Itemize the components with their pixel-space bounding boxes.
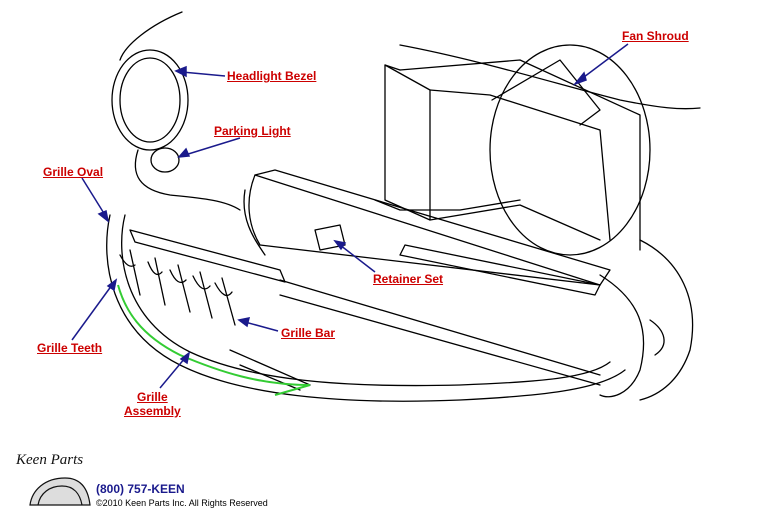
- upper-retainer-panel: [254, 169, 611, 286]
- parking-light-label[interactable]: Parking Light: [214, 124, 291, 138]
- grille-assembly-label-line1: Grille: [137, 390, 168, 404]
- grille-assembly-arrow: [159, 357, 186, 389]
- keen-parts-logo-car: [29, 477, 91, 506]
- grille-bar-shape: [129, 229, 286, 283]
- grille-teeth-shape: [129, 249, 236, 326]
- grille-assembly-label-line2: Assembly: [124, 404, 181, 418]
- parking-light-shape: [150, 147, 180, 173]
- headlight-bezel-label[interactable]: Headlight Bezel: [227, 69, 317, 83]
- phone-number: (800) 757-KEEN: [96, 482, 185, 496]
- grille-assembly-label[interactable]: Grille Assembly: [124, 390, 181, 418]
- grille-bar-arrow: [244, 321, 279, 332]
- keen-parts-logo: Keen Parts: [16, 452, 84, 468]
- grille-teeth-arrow: [71, 284, 113, 341]
- hood-line: [399, 44, 701, 110]
- grille-teeth-label[interactable]: Grille Teeth: [37, 341, 103, 355]
- grille-oval-shape: [106, 214, 626, 402]
- headlight-bezel-shape: [111, 49, 189, 151]
- fan-shroud-arrow: [579, 43, 629, 81]
- grille-bar-label[interactable]: Grille Bar: [281, 326, 336, 340]
- copyright-text: ©2010 Keen Parts Inc. All Rights Reserve…: [96, 498, 268, 508]
- headlight-bezel-arrow: [181, 71, 226, 77]
- fan-shroud-label[interactable]: Fan Shroud: [622, 29, 689, 43]
- retainer-set-arrow: [339, 244, 376, 273]
- parking-light-arrow: [184, 137, 241, 156]
- fan-shroud-shape: [384, 64, 431, 221]
- fender-outline: [119, 11, 183, 61]
- retainer-set-label[interactable]: Retainer Set: [373, 272, 444, 286]
- grille-oval-label[interactable]: Grille Oval: [43, 165, 104, 179]
- grille-oval-arrow: [81, 177, 106, 216]
